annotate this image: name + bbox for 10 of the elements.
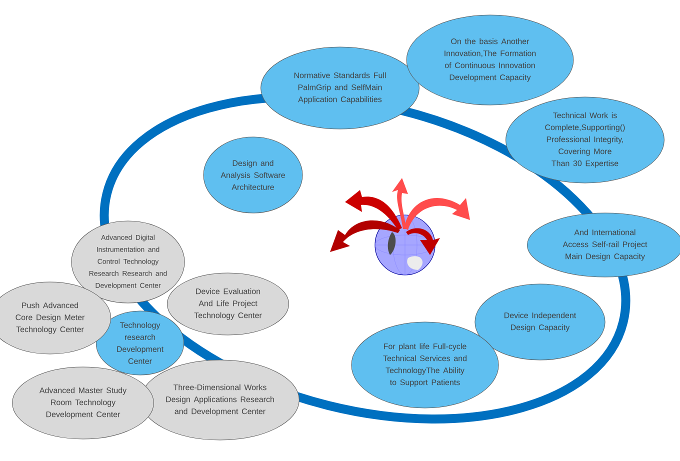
ellipse-node: Advanced Master Study Room Technology Development Center [12,366,154,440]
ellipse-node: For plant life Full-cycle Technical Services and TechnologyThe Ability to Support Patients [351,322,499,408]
ellipse-node: Technology research Development Center [96,310,184,376]
ellipse-node: Design and Analysis Software Architecture [203,136,303,214]
ellipse-node: Device Evaluation And Life Project Technology Center [166,272,290,336]
ellipse-node: Normative Standards Full PalmGrip and SelfMain Application Capabilities [260,46,420,130]
ellipse-node: Device Independent Design Capacity [474,284,606,360]
ellipse-node: On the basis Another Innovation,The Formation of Continuous Innovation Development Capacity [406,14,574,106]
ellipse-node: Technical Work is Complete,Supporting() Professional Integrity, Covering More Than 30 Expertise [506,96,664,184]
ellipse-node: And International Access Self-rail Project Main Design Capacity [526,212,680,278]
